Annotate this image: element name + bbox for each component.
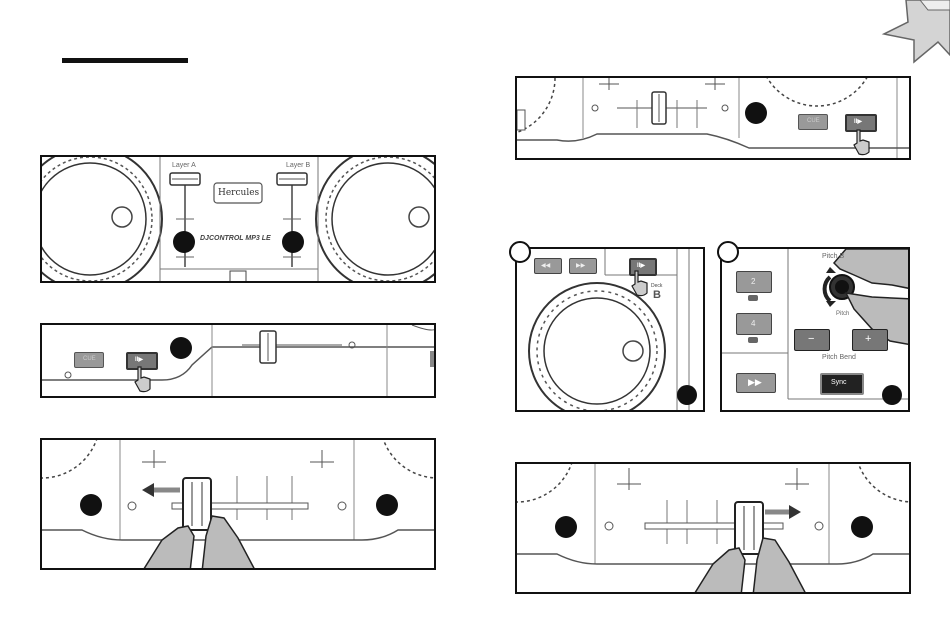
marker-dot [851, 516, 873, 538]
arrow-left-icon [142, 483, 180, 497]
play-right-panel: CUE II▶ [515, 76, 911, 160]
step-circle [717, 241, 739, 263]
sync-button[interactable]: Sync [820, 373, 864, 395]
pitch-top-label: Pitch B [822, 253, 844, 260]
pitch-bend-label: Pitch Bend [822, 354, 856, 361]
play-left-panel: CUE II▶ [40, 323, 436, 398]
model-name: DJCONTROL MP3 LE [200, 235, 271, 242]
fast-forward-button[interactable]: ▶▶ [736, 373, 776, 393]
pad-2-button[interactable]: 2 [736, 271, 772, 293]
marker-dot [173, 231, 195, 253]
crossfader-left-panel [40, 438, 436, 570]
marker-dot [376, 494, 398, 516]
marker-dot [882, 385, 902, 405]
marker-dot [282, 231, 304, 253]
pad-4-button[interactable]: 4 [736, 313, 772, 335]
pad-led [748, 295, 758, 301]
rewind-button[interactable]: ◀◀ [534, 258, 562, 274]
deck-b-panel: ◀◀ ▶▶ II▶ Deck B [515, 247, 705, 412]
pitch-bend-panel: Pitch B Pitch 2 4 ▶▶ − + Pitch Bend Sync [720, 247, 910, 412]
layer-b-label: Layer B [286, 162, 310, 169]
cue-button[interactable]: CUE [798, 114, 828, 130]
pitch-side-label: Pitch [836, 311, 849, 317]
marker-dot [677, 385, 697, 405]
marker-dot [745, 102, 767, 124]
pad-led [748, 337, 758, 343]
marker-dot [80, 494, 102, 516]
marker-dot [170, 337, 192, 359]
hand-pointer-icon [851, 128, 873, 156]
star-icon [880, 0, 950, 70]
hand-pointer-icon [629, 269, 651, 297]
pitch-minus-button[interactable]: − [794, 329, 830, 351]
left-jog-wheel [42, 157, 162, 283]
right-jog-wheel [316, 157, 436, 283]
marker-dot [555, 516, 577, 538]
header-rule [62, 58, 188, 63]
cue-button[interactable]: CUE [74, 352, 104, 368]
brand-logo: Hercules [218, 188, 259, 198]
step-circle [509, 241, 531, 263]
controller-overview-panel: Layer A Layer B Hercules DJCONTROL MP3 L… [40, 155, 436, 283]
forward-button[interactable]: ▶▶ [569, 258, 597, 274]
crossfader-right-panel [515, 462, 911, 594]
pitch-plus-button[interactable]: + [852, 329, 888, 351]
hand-pointer-icon [132, 365, 154, 393]
deck-letter: B [653, 289, 661, 301]
layer-a-label: Layer A [172, 162, 196, 169]
arrow-right-icon [765, 505, 801, 519]
